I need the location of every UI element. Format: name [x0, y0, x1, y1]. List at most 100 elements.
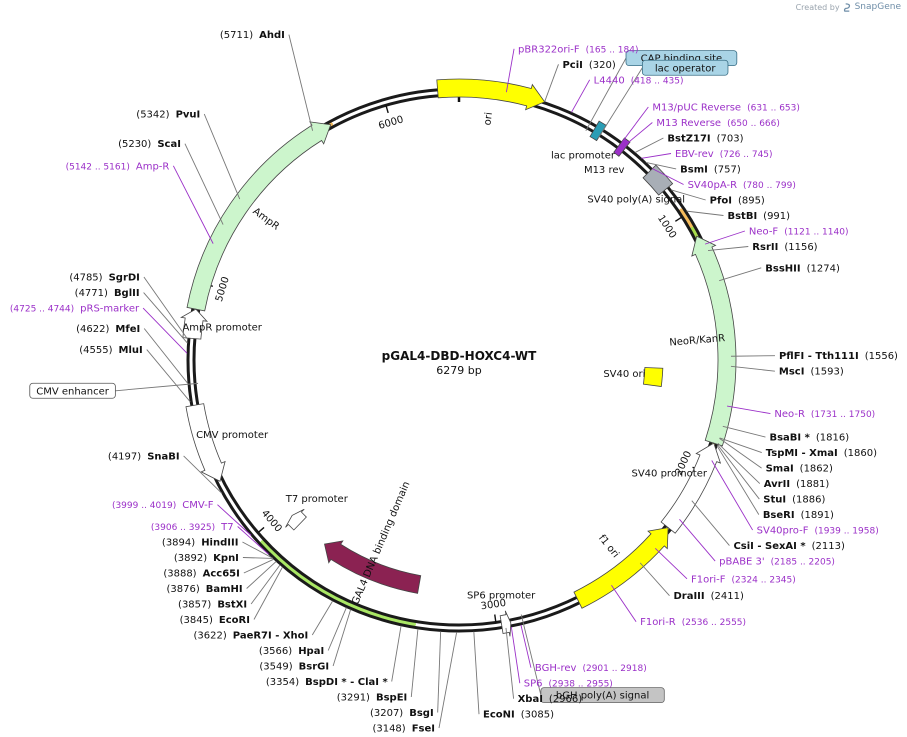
site-position: (1860): [844, 448, 877, 459]
site-leader-hpai: [327, 607, 347, 651]
site-name: PfoI: [710, 195, 732, 206]
feature-label-ampr: AmpR: [250, 206, 281, 233]
primer-leader-f1ori-r: [611, 585, 637, 622]
site-avrii: AvrII(1881): [764, 479, 830, 490]
primer-leader-sp6: [510, 626, 521, 684]
feature-label-t7-promoter: T7 promoter: [285, 494, 349, 505]
primer-leader-l4440: [571, 79, 591, 113]
primer-pbabe-3: pBABE 3'(2185 .. 2205): [719, 557, 835, 568]
site-position: (3291): [337, 693, 370, 704]
site-name: MluI: [119, 345, 143, 356]
site-leader-pvui: [203, 113, 241, 200]
primer-range: (2185 .. 2205): [771, 558, 835, 568]
primer-name: M13 Reverse: [656, 118, 721, 129]
primer-labels: pBR322ori-F(165 .. 184) L4440(418 .. 435)…: [10, 44, 879, 689]
site-position: (5342): [136, 109, 169, 120]
feature-ampr: [186, 121, 332, 312]
site-name: EcoNI: [483, 710, 515, 721]
site-msci: MscI(1593): [779, 367, 844, 378]
callout-leader-bgh-poly-a-signal: [520, 614, 542, 696]
primer-name: F1ori-F: [691, 574, 726, 585]
site-sgrdi: (4785)SgrDI: [69, 273, 140, 284]
site-name: SgrDI: [109, 273, 140, 284]
site-bstxi: (3857)BstXI: [178, 600, 247, 611]
site-leader-bamhi: [246, 561, 277, 589]
primer-range: (2938 .. 2955): [549, 680, 613, 690]
site-bsrgi: (3549)BsrGI: [259, 662, 329, 673]
site-position: (1156): [784, 242, 817, 253]
site-name: MfeI: [115, 324, 140, 335]
site-bamhi: (3876)BamHI: [166, 584, 242, 595]
site-leader-bsmi: [645, 161, 677, 170]
site-position: (3892): [174, 553, 207, 564]
feature-sv40-promoter: [660, 442, 722, 534]
site-leader-pflfi-tth111i: [730, 355, 775, 357]
site-pflfi-tth111i: PflFI - Tth111I(1556): [779, 351, 898, 362]
site-leader-bspdi-clai: [391, 625, 402, 682]
callout-box-lac-operator: [641, 59, 729, 76]
tick-label-3000: 3000: [480, 598, 507, 612]
primer-range: (726 .. 745): [720, 150, 773, 160]
site-leader-kpni: [242, 557, 274, 559]
primer-ebv-rev: EBV-rev(726 .. 745): [675, 149, 773, 160]
site-leader-bseri: [716, 445, 760, 515]
site-leader-hindiii: [242, 541, 273, 559]
site-position: (3566): [259, 646, 292, 657]
primer-name: Amp-R: [136, 161, 170, 172]
primer-name: SV40pA-R: [688, 180, 737, 191]
primer-l4440: L4440(418 .. 435): [594, 75, 684, 86]
callout-box-cmv-enhancer: [29, 382, 116, 399]
primer-leader-sv40pro-f: [711, 460, 754, 531]
site-leader-bstbi: [686, 210, 724, 216]
primer-name: Neo-F: [749, 226, 779, 237]
site-name: BstBI: [727, 211, 757, 222]
callout-leader-cap-binding-site: [585, 57, 627, 131]
site-leader-paer7i-xhoi: [311, 600, 334, 636]
primer-range: (631 .. 653): [747, 103, 800, 113]
site-leader-bsabi: [722, 425, 766, 438]
primer-m13-puc-reverse: M13/pUC Reverse(631 .. 653): [652, 102, 800, 113]
highlight-band-3: [260, 540, 416, 627]
site-position: (1274): [807, 263, 840, 274]
feature-sv40-poly-a-signal: [642, 164, 674, 196]
site-name: BspEI: [376, 693, 407, 704]
site-scai: (5230)ScaI: [118, 139, 181, 150]
site-name: PciI: [562, 60, 582, 71]
site-position: (1891): [801, 510, 834, 521]
tick-label-4000: 4000: [259, 508, 284, 534]
site-leader-sgrdi: [143, 276, 189, 340]
primer-leader-t7: [237, 526, 269, 555]
site-position: (3549): [259, 662, 292, 673]
primer-sv40pro-f: SV40pro-F(1939 .. 1958): [757, 526, 879, 537]
site-name: AhdI: [259, 30, 285, 41]
tick-1000: [674, 216, 683, 222]
primer-leader-m13-puc-reverse: [621, 106, 649, 143]
plasmid-name: pGAL4-DBD-HOXC4-WT: [382, 349, 537, 363]
site-leader-snabi: [183, 455, 223, 494]
site-leader-pfoi: [671, 189, 706, 201]
site-position: (1881): [796, 479, 829, 490]
feature-label-ori: ori: [482, 112, 494, 126]
site-name: SnaBI: [147, 451, 179, 462]
primer-leader-neo-f: [704, 230, 746, 245]
site-leader-bsshii: [719, 267, 762, 282]
primer-leader-prs-marker: [142, 307, 188, 354]
primer-sv40pa-r: SV40pA-R(780 .. 799): [688, 180, 796, 191]
primer-range: (418 .. 435): [631, 76, 684, 86]
primer-range: (5142 .. 5161): [66, 162, 130, 172]
site-leader-smai: [719, 438, 762, 469]
site-name: BstZ17I: [667, 133, 710, 144]
site-bstz17i: BstZ17I(703): [667, 133, 743, 144]
restriction-site-labels: PciI(320)BstZ17I(703)BsmI(757)PfoI(895)B…: [69, 30, 898, 734]
site-bspei: (3291) BspEI: [337, 693, 408, 704]
site-name: EcoRI: [219, 615, 250, 626]
site-name: CsiI - SexAI *: [733, 541, 806, 552]
primer-pbr322ori-f: pBR322ori-F(165 .. 184): [518, 44, 638, 55]
site-name: BsaBI *: [769, 433, 810, 444]
site-position: (1556): [865, 351, 898, 362]
site-leader-msci: [730, 365, 775, 372]
site-leader-bsgi: [437, 631, 442, 713]
site-name: RsrII: [752, 242, 778, 253]
site-name: FseI: [412, 724, 435, 735]
site-position: (1886): [792, 495, 825, 506]
